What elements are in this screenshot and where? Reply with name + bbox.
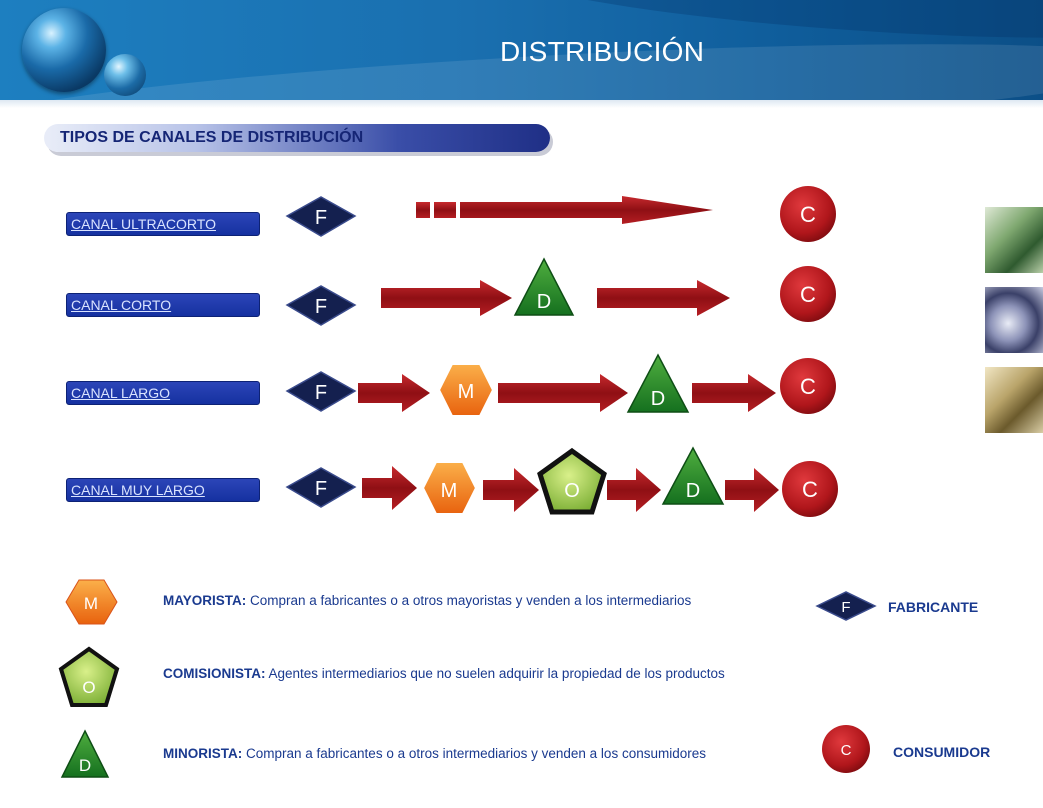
channel-label-corto[interactable]: CANAL CORTO	[66, 293, 260, 317]
legend-term: COMISIONISTA:	[163, 666, 266, 681]
legend-description: Compran a fabricantes o a otros intermed…	[242, 746, 706, 761]
legend-consumidor-icon: C	[822, 725, 870, 773]
svg-text:F: F	[315, 382, 327, 404]
arrow-icon	[416, 196, 713, 224]
svg-text:D: D	[537, 291, 551, 313]
fabricante-icon: F	[285, 371, 357, 412]
minorista-icon: D	[626, 353, 690, 413]
arrow-icon	[725, 468, 779, 512]
svg-text:M: M	[441, 480, 458, 502]
minorista-icon: D	[661, 446, 725, 505]
legend-fabricante-icon: F	[815, 591, 877, 621]
nav-thumbnail-icon[interactable]	[985, 367, 1043, 433]
channel-label-largo[interactable]: CANAL LARGO	[66, 381, 260, 405]
fabricante-icon: F	[285, 196, 357, 237]
svg-text:F: F	[315, 207, 327, 229]
minorista-icon: D	[513, 257, 575, 316]
arrow-icon	[692, 374, 776, 412]
svg-text:D: D	[651, 388, 665, 410]
consumidor-icon: C	[780, 266, 836, 322]
legend-term: MINORISTA:	[163, 746, 243, 761]
channel-label-text: CANAL LARGO	[71, 385, 171, 401]
arrow-icon	[358, 374, 430, 412]
legend-mayorista: MAYORISTA: Compran a fabricantes o a otr…	[163, 593, 691, 608]
nav-thumbnail-icon[interactable]	[985, 287, 1043, 353]
globe-sphere-icon	[104, 54, 146, 96]
svg-text:F: F	[315, 296, 327, 318]
arrow-icon	[362, 466, 417, 510]
svg-text:D: D	[686, 480, 700, 502]
nav-thumbnail-icon[interactable]	[985, 207, 1043, 273]
section-title-pill	[44, 124, 550, 152]
consumidor-icon: C	[780, 186, 836, 242]
svg-text:C: C	[800, 374, 816, 399]
legend-description: Agentes intermediarios que no suelen adq…	[265, 666, 725, 681]
consumidor-icon: C	[782, 461, 838, 517]
svg-text:C: C	[841, 742, 852, 759]
channel-label-ultracorto[interactable]: CANAL ULTRACORTO	[66, 212, 260, 236]
comisionista-icon: O	[537, 447, 607, 515]
page-title: DISTRIBUCIÓN	[500, 36, 705, 67]
svg-text:C: C	[800, 202, 816, 227]
svg-text:D: D	[79, 756, 91, 775]
header-banner: DISTRIBUCIÓN	[0, 0, 1043, 100]
arrow-icon	[498, 374, 628, 412]
channel-label-text: CANAL CORTO	[71, 297, 172, 313]
legend-fabricante-label: FABRICANTE	[888, 599, 979, 615]
consumidor-icon: C	[780, 358, 836, 414]
legend-term: MAYORISTA:	[163, 593, 247, 608]
fabricante-icon: F	[285, 285, 357, 326]
channel-label-muy-largo[interactable]: CANAL MUY LARGO	[66, 478, 260, 502]
channel-label-text: CANAL MUY LARGO	[71, 482, 205, 498]
arrow-icon	[483, 468, 539, 512]
legend-comisionista: COMISIONISTA: Agentes intermediarios que…	[163, 666, 725, 681]
mayorista-icon: M	[421, 461, 478, 515]
header-shadow	[0, 100, 1043, 108]
arrow-icon	[607, 468, 661, 512]
mayorista-icon: M	[437, 363, 495, 417]
svg-text:C: C	[800, 282, 816, 307]
channel-label-text: CANAL ULTRACORTO	[71, 216, 216, 232]
arrow-icon	[381, 280, 512, 316]
section-title: TIPOS DE CANALES DE DISTRIBUCIÓN	[60, 129, 364, 146]
legend-comisionista-icon: O	[58, 646, 120, 707]
fabricante-icon: F	[285, 467, 357, 508]
svg-text:M: M	[458, 381, 475, 403]
svg-text:M: M	[84, 594, 98, 613]
legend-description: Compran a fabricantes o a otros mayorist…	[246, 593, 692, 608]
globe-sphere-icon	[22, 8, 106, 92]
legend-minorista: MINORISTA: Compran a fabricantes o a otr…	[163, 746, 706, 761]
svg-text:O: O	[82, 678, 95, 697]
svg-text:F: F	[315, 478, 327, 500]
svg-text:C: C	[802, 477, 818, 502]
svg-text:O: O	[564, 480, 580, 502]
legend-minorista-icon: D	[60, 729, 110, 778]
legend-consumidor-label: CONSUMIDOR	[893, 744, 991, 760]
svg-text:F: F	[841, 599, 850, 616]
legend-mayorista-icon: M	[65, 579, 118, 625]
arrow-icon	[597, 280, 730, 316]
